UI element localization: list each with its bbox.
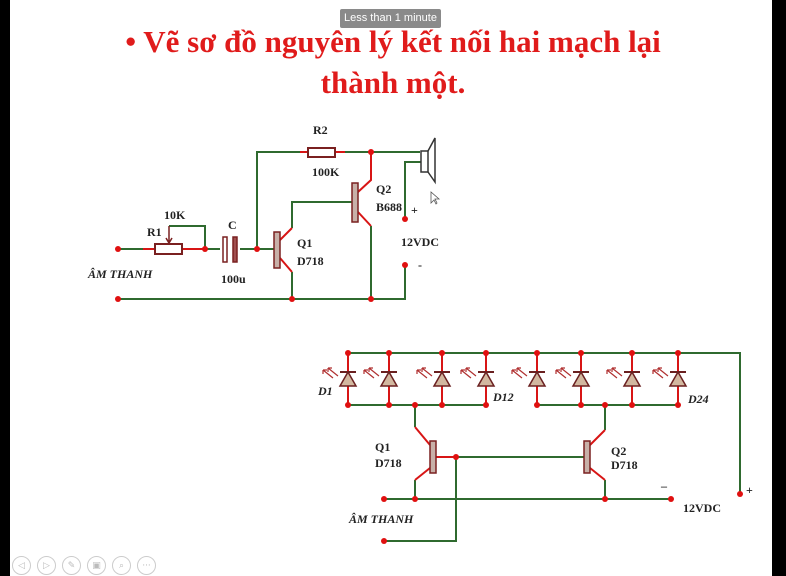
slide: [10, 0, 772, 576]
supply-label: 12VDC: [401, 235, 439, 249]
minus-label: –: [660, 479, 668, 493]
led-icon: [363, 350, 399, 408]
c-label: C: [228, 218, 237, 232]
q2-type: B688: [376, 200, 402, 214]
zoom-icon[interactable]: ⌕: [112, 556, 131, 575]
slideshow-toolbar: ◁ ▷ ✎ ▣ ⌕ ···: [12, 556, 156, 575]
next-icon[interactable]: ▷: [37, 556, 56, 575]
q2-label: Q2: [611, 444, 626, 458]
led-icon: [511, 350, 547, 408]
led-icon: [416, 350, 452, 408]
slide-title-line-2: thành một.: [320, 65, 466, 100]
q2-type: D718: [611, 458, 638, 472]
led-icon: [606, 350, 642, 408]
c-value: 100u: [221, 272, 246, 286]
q1-label: Q1: [375, 440, 390, 454]
transistor-q1: [273, 231, 281, 269]
transistor-q2: [351, 182, 359, 223]
input-label: ÂM THANH: [87, 267, 153, 281]
resistor-r2: [307, 147, 336, 158]
led-icon: [460, 350, 496, 408]
d1-label: D1: [317, 384, 333, 398]
q2-label: Q2: [376, 182, 391, 196]
bullet: •: [125, 24, 137, 59]
speaker-icon: [420, 137, 436, 185]
slides-icon[interactable]: ▣: [87, 556, 106, 575]
q1-type: D718: [297, 254, 324, 268]
supply-label: 12VDC: [683, 501, 721, 515]
r1-label: R1: [147, 225, 162, 239]
circuit-2: D1 D12 D24 Q1 D718 Q2 D718 ÂM THANH – + …: [317, 350, 753, 544]
r2-label: R2: [313, 123, 328, 137]
plus-label: +: [746, 483, 753, 497]
d12-label: D12: [492, 390, 514, 404]
r1-value: 10K: [164, 208, 186, 222]
input-label: ÂM THANH: [348, 512, 414, 526]
slide-title-line-1: • Vẽ sơ đồ nguyên lý kết nối hai mạch lạ…: [0, 24, 786, 60]
resistor-r1: [154, 243, 183, 255]
circuit-1: R2 100K Q2 B688 10K R1 C 100u Q1 D718 ÂM…: [87, 123, 439, 302]
q1-label: Q1: [297, 236, 312, 250]
pot-wiper-icon: [165, 226, 173, 245]
pen-icon[interactable]: ✎: [62, 556, 81, 575]
title-text: Vẽ sơ đồ nguyên lý kết nối hai mạch lại: [143, 24, 661, 59]
minus-label: -: [418, 258, 422, 272]
led-icon: [322, 350, 358, 408]
d24-label: D24: [687, 392, 709, 406]
led-icon: [652, 350, 688, 408]
more-icon[interactable]: ···: [137, 556, 156, 575]
tooltip: Less than 1 minute: [340, 9, 441, 28]
transistor-q2: [583, 440, 591, 474]
led-array: [322, 350, 688, 408]
q1-type: D718: [375, 456, 402, 470]
plus-label: +: [411, 203, 418, 217]
r2-value: 100K: [312, 165, 340, 179]
mouse-cursor-icon: [430, 191, 441, 205]
previous-icon[interactable]: ◁: [12, 556, 31, 575]
capacitor-plate: [232, 236, 238, 263]
transistor-q1: [429, 440, 437, 474]
led-icon: [555, 350, 591, 408]
capacitor-c: [222, 236, 228, 263]
